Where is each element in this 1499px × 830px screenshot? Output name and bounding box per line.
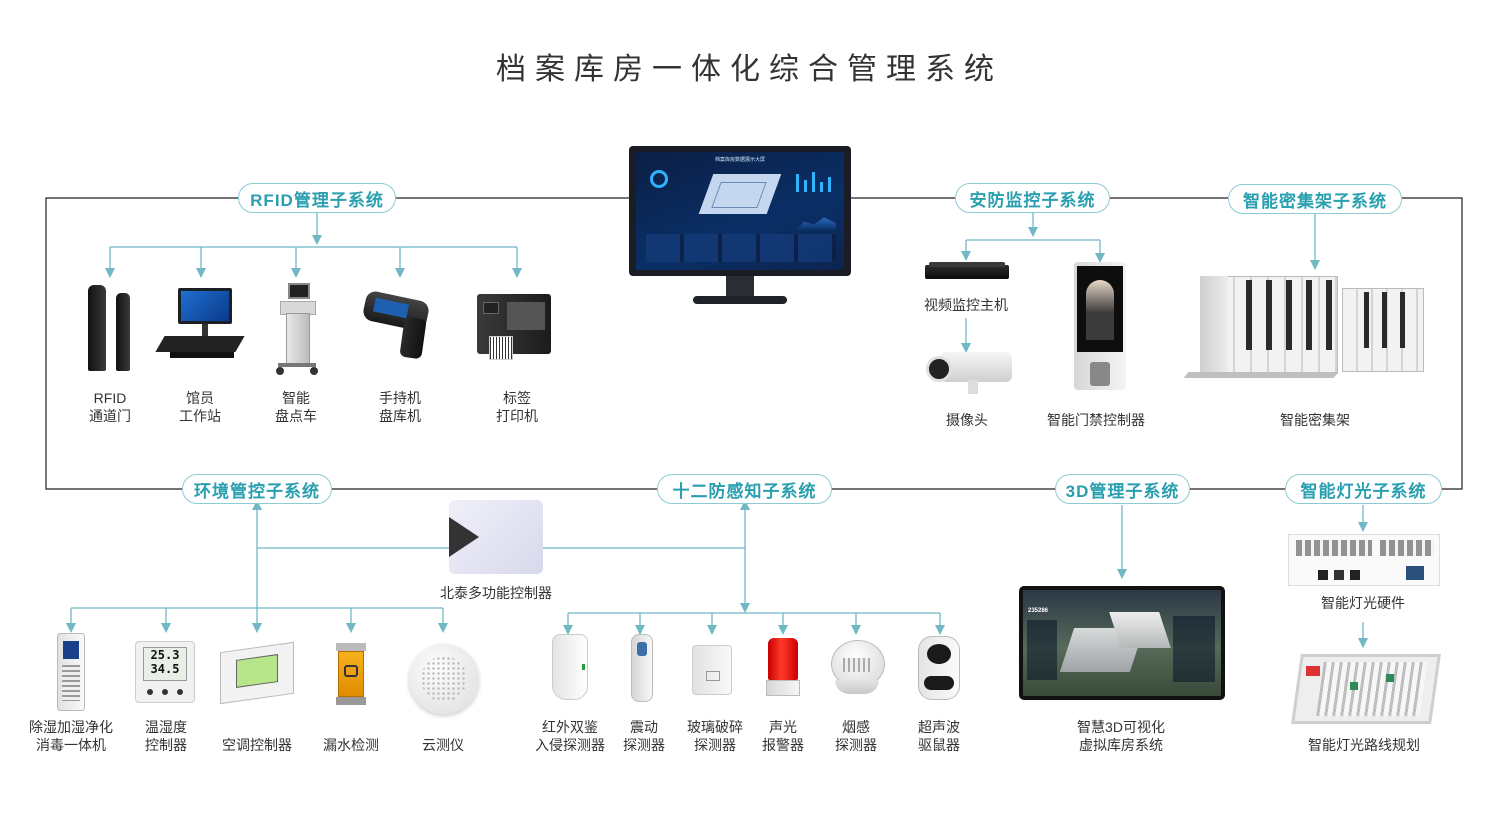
alarm-label: 声光报警器 (762, 719, 804, 753)
cart-icon (272, 283, 322, 378)
monitor-icon: 档案库房数据展示大屏 (629, 146, 851, 306)
shelf-subsystem-label: 智能密集架子系统 (1228, 184, 1402, 214)
thermo-reading-2: 34.5 (150, 662, 180, 676)
leak-detector-icon (336, 643, 366, 705)
ultrasonic-icon (918, 636, 960, 702)
shelves-label: 智能密集架 (1280, 412, 1350, 428)
handheld-label: 手持机盘库机 (379, 390, 421, 424)
ultrasonic-label: 超声波驱鼠器 (918, 719, 960, 753)
smoke-label: 烟感探测器 (835, 719, 877, 753)
handheld-scanner-icon (361, 289, 434, 362)
rfid-subsystem-label: RFID管理子系统 (238, 183, 396, 213)
vibration-label: 震动探测器 (623, 719, 665, 753)
thermometer-icon: 25.3 34.5 (135, 641, 195, 703)
lighting-hardware-icon (1288, 534, 1440, 586)
env-subsystem-label: 环境管控子系统 (182, 474, 332, 504)
smoke-detector-icon (831, 640, 885, 696)
cloud-label: 云测仪 (422, 737, 464, 753)
printer-label: 标签打印机 (496, 390, 538, 424)
camera-icon (920, 352, 1012, 398)
ac-label: 空调控制器 (222, 737, 292, 753)
thermo-reading-1: 25.3 (150, 648, 180, 662)
vibration-icon (631, 634, 653, 704)
light-subsystem-label: 智能灯光子系统 (1285, 474, 1442, 504)
security-subsystem-label: 安防监控子系统 (955, 183, 1110, 213)
alarm-light-icon (766, 638, 800, 700)
viz-count: 235286 (1028, 608, 1049, 614)
ac-controller-icon (220, 641, 294, 705)
glass-label: 玻璃破碎探测器 (687, 719, 743, 753)
dehumid-label: 除湿加湿净化消毒一体机 (29, 719, 113, 753)
controller-label: 北泰多功能控制器 (440, 585, 552, 601)
monitor-header: 档案库房数据展示大屏 (714, 157, 765, 163)
nvr-icon (925, 262, 1009, 282)
label-printer-icon (477, 294, 553, 360)
cloud-sensor-icon (409, 644, 479, 714)
page-title: 档案库房一体化综合管理系统 (496, 53, 1003, 86)
viz3d-label: 智慧3D可视化虚拟库房系统 (1077, 719, 1165, 753)
rfid-gate-icon (86, 285, 134, 373)
thermo-label: 温湿度控制器 (145, 719, 187, 753)
cart-label: 智能盘点车 (275, 390, 317, 424)
workstation-icon (155, 288, 245, 368)
3d-subsystem-label: 3D管理子系统 (1055, 474, 1190, 504)
controller-icon (449, 500, 543, 574)
shelves-icon (1183, 276, 1426, 386)
lighting-plan-icon (1290, 652, 1441, 728)
access-label: 智能门禁控制器 (1047, 412, 1145, 428)
sensing-subsystem-label: 十二防感知子系统 (657, 474, 832, 504)
leak-label: 漏水检测 (323, 737, 379, 753)
light-plan-label: 智能灯光路线规划 (1308, 737, 1420, 753)
ir-detector-icon (552, 634, 588, 702)
dehumidifier-icon (57, 633, 85, 711)
light-hw-label: 智能灯光硬件 (1321, 595, 1405, 611)
3d-screen-icon: 235286 (1019, 586, 1225, 700)
ir-label: 红外双鉴入侵探测器 (535, 719, 605, 753)
workstation-label: 馆员工作站 (179, 390, 221, 424)
nvr-label: 视频监控主机 (924, 297, 1008, 313)
glass-break-icon (692, 645, 732, 697)
face-access-icon (1074, 262, 1126, 392)
camera-label: 摄像头 (946, 412, 988, 428)
